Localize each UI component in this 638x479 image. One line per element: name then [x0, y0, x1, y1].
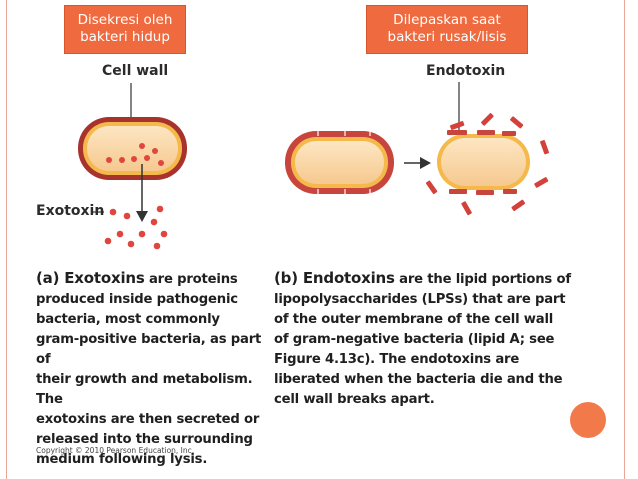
panel-b-lead: (b)	[274, 269, 303, 287]
panel-b-line-1: lipopolysaccharides (LPSs) that are part	[274, 292, 566, 307]
endotoxin-fragment	[450, 121, 465, 130]
cytoplasm	[87, 126, 178, 171]
exotoxin-dot	[160, 230, 168, 238]
panel-b-line-3: of gram-negative bacteria (lipid A; see	[274, 332, 555, 347]
exotoxin-dot	[150, 218, 158, 226]
exotoxin-dot	[131, 156, 137, 162]
exotoxin-description-line: (a) Exotoxins are proteins	[36, 268, 276, 290]
exotoxin-dot	[144, 155, 150, 161]
endotoxin-fragment	[511, 199, 526, 212]
endotoxin-fragments	[425, 113, 549, 216]
outer-membrane-segments	[317, 131, 371, 194]
panel-a-line-5: exotoxins are then secreted or	[36, 412, 260, 427]
exotoxin-dot	[104, 237, 112, 245]
endotoxin-fragment	[481, 113, 494, 126]
exotoxin-dot	[109, 208, 117, 216]
frame-line-right	[624, 0, 625, 479]
panel-a-line-4: their growth and metabolism. The	[36, 372, 253, 407]
secreted-tag-line1: Disekresi oleh	[77, 12, 173, 28]
panel-b-line-4: Figure 4.13c). The endotoxins are	[274, 352, 520, 367]
endotoxin-fragment	[534, 177, 549, 188]
exotoxin-dot	[127, 240, 135, 248]
released-tag-line2: bakteri rusak/lisis	[387, 29, 507, 45]
endotoxin-label: Endotoxin	[426, 63, 506, 79]
cell-wall-label: Cell wall	[102, 63, 169, 79]
exotoxin-dot	[152, 148, 158, 154]
panel-a-term: Exotoxins	[64, 269, 145, 287]
exotoxin-dot	[123, 212, 131, 220]
decorative-orange-circle	[570, 402, 606, 438]
exotoxin-dot	[156, 205, 164, 213]
lysed-cytoplasm	[441, 138, 526, 186]
panel-b-line-6: cell wall breaks apart.	[274, 392, 435, 407]
exotoxin-dot	[153, 242, 161, 250]
endotoxin-fragment	[510, 116, 524, 129]
cytoplasm-gn	[295, 141, 384, 184]
endotoxin-fragment	[425, 180, 438, 195]
panel-a-line-3: gram-positive bacteria, as part of	[36, 332, 262, 367]
gram-negative-cell-lysed	[437, 130, 530, 195]
frame-line-left	[6, 0, 7, 479]
lysis-arrow-head	[420, 157, 431, 169]
endotoxin-description-line: (b) Endotoxins are the lipid portions of	[274, 268, 574, 290]
secretion-arrow-head	[136, 211, 148, 222]
panel-a-line-0: are proteins	[144, 272, 238, 287]
panel-b-line-0: are the lipid portions of	[394, 272, 571, 287]
exotoxin-dot	[106, 157, 112, 163]
exotoxin-dot	[139, 143, 145, 149]
exotoxin-description: (a) Exotoxins are proteins produced insi…	[36, 268, 276, 470]
exotoxin-dot	[138, 230, 146, 238]
released-tag: Dilepaskan saat bakteri rusak/lisis	[366, 5, 528, 54]
gram-negative-cell-intact	[285, 131, 394, 194]
panel-b-line-5: liberated when the bacteria die and the	[274, 372, 563, 387]
exotoxin-particles-inside	[106, 143, 164, 166]
exotoxin-dot	[119, 157, 125, 163]
secreted-tag: Disekresi oleh bakteri hidup	[64, 5, 186, 54]
endotoxin-description: (b) Endotoxins are the lipid portions of…	[274, 268, 574, 410]
panel-a-line-2: bacteria, most commonly	[36, 312, 220, 327]
copyright-notice: Copyright © 2010 Pearson Education, Inc.	[36, 446, 195, 455]
panel-a-line-1: produced inside pathogenic	[36, 292, 238, 307]
panel-a-line-6: released into the surrounding	[36, 432, 253, 447]
panel-b-term: Endotoxins	[302, 269, 395, 287]
exotoxin-label: Exotoxin	[36, 203, 105, 219]
endotoxin-fragment	[461, 201, 472, 216]
endotoxin-fragment	[540, 140, 549, 155]
exotoxin-dot	[116, 230, 124, 238]
panel-b-line-2: of the outer membrane of the cell wall	[274, 312, 554, 327]
released-tag-line1: Dilepaskan saat	[393, 12, 501, 28]
exotoxin-particles-outside	[104, 205, 168, 250]
secreted-tag-line2: bakteri hidup	[80, 29, 170, 45]
remaining-wall-fragments	[447, 130, 517, 195]
panel-a-lead: (a)	[36, 269, 65, 287]
panel-a-line-7: medium following lysis.	[36, 452, 208, 467]
exotoxin-dot	[158, 160, 164, 166]
gram-positive-cell	[78, 117, 187, 180]
